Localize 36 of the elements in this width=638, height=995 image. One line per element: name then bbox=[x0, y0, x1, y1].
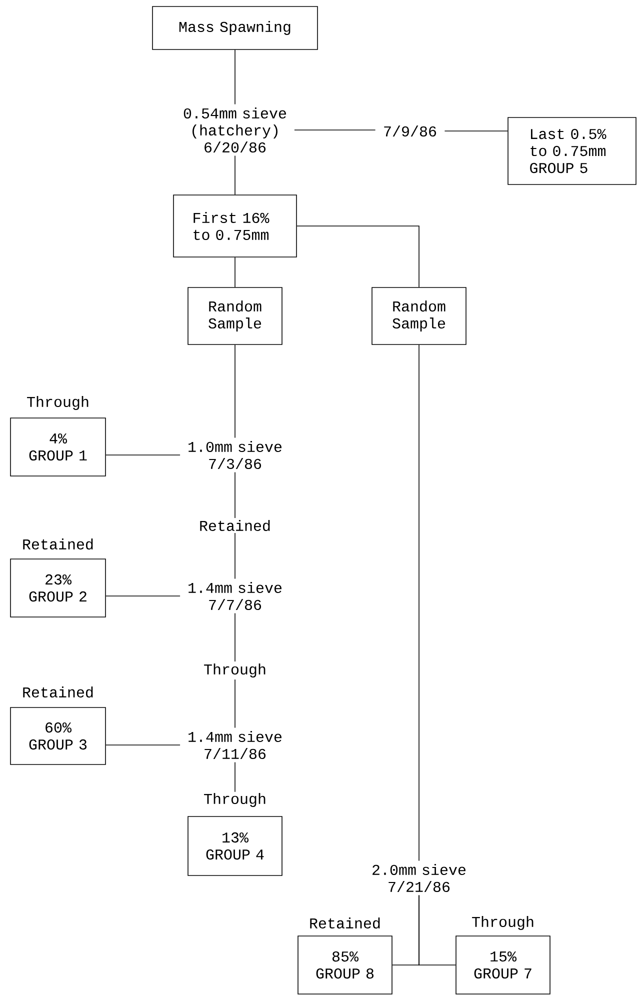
group-box: 15% GROUP 7 bbox=[456, 936, 550, 994]
step-label: 0.54mm sieve (hatchery) 6/20/86 bbox=[184, 108, 286, 152]
connector-line bbox=[444, 130, 508, 132]
step-label: 1.0mm sieve 7/3/86 bbox=[188, 441, 282, 469]
box-heading: Through bbox=[27, 396, 88, 410]
connector-line bbox=[106, 744, 180, 746]
connector-line bbox=[234, 762, 236, 792]
connector-line bbox=[234, 155, 236, 195]
group-box: 60% GROUP 3 bbox=[10, 707, 106, 765]
edge-label: Through bbox=[202, 662, 268, 680]
process-box: Mass Spawning bbox=[152, 6, 318, 50]
connector-line bbox=[234, 257, 236, 288]
box-heading: Retained bbox=[23, 538, 93, 550]
process-box: Last 0.5% to 0.75mm GROUP 5 bbox=[508, 117, 636, 185]
group-box: 23% GROUP 2 bbox=[10, 558, 106, 618]
step-label: 2.0mm sieve 7/21/86 bbox=[372, 864, 466, 892]
group-box: 4% GROUP 1 bbox=[10, 418, 106, 476]
box-heading: Through bbox=[204, 793, 266, 807]
box-heading: Retained bbox=[23, 686, 93, 698]
edge-label: Retained bbox=[197, 518, 273, 534]
connector-line bbox=[418, 344, 420, 862]
process-box: Random Sample bbox=[372, 287, 466, 345]
connector-line bbox=[296, 226, 420, 288]
step-label: 1.4mm sieve 7/11/86 bbox=[188, 731, 282, 759]
group-box: 13% GROUP 4 bbox=[188, 816, 282, 876]
connector-line bbox=[234, 344, 236, 438]
process-box: First 16% to 0.75mm bbox=[173, 194, 297, 258]
connector-line bbox=[418, 894, 456, 966]
box-heading: Retained bbox=[310, 917, 380, 929]
box-heading: Through bbox=[472, 916, 534, 930]
connector-line bbox=[106, 454, 180, 456]
group-box: 85% GROUP 8 bbox=[298, 936, 392, 994]
step-label: 1.4mm sieve 7/7/86 bbox=[188, 582, 282, 610]
connector-line bbox=[234, 50, 236, 105]
step-label: 7/9/86 bbox=[384, 126, 436, 136]
process-box: Random Sample bbox=[188, 287, 282, 345]
